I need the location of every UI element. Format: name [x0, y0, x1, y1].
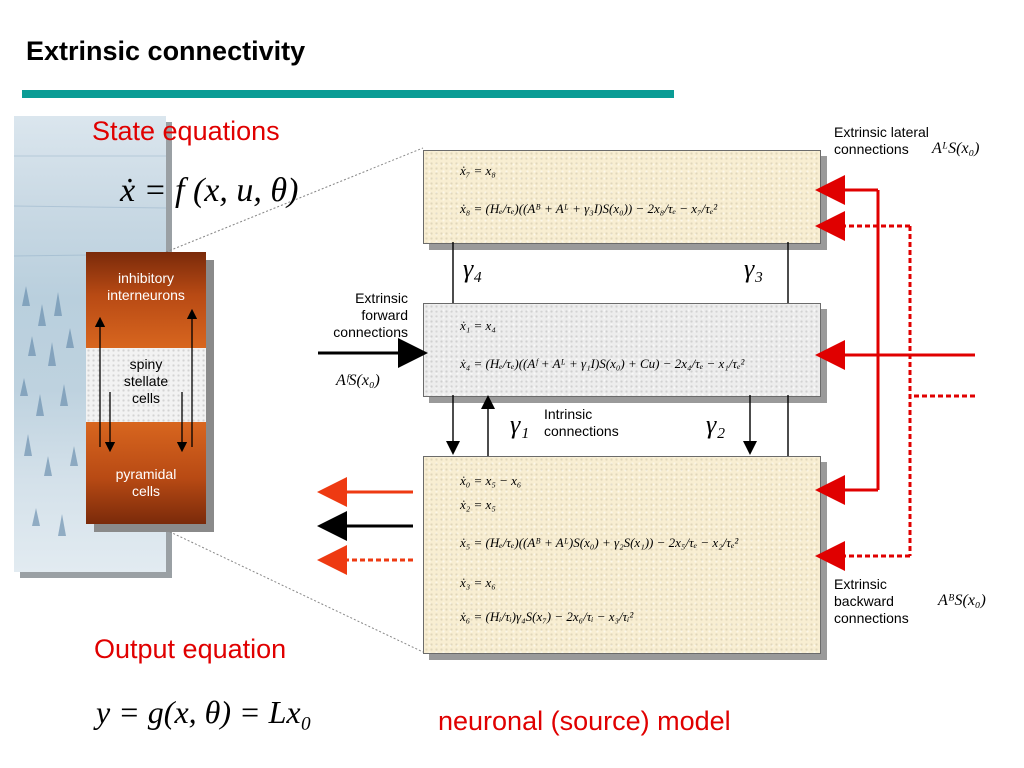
forward-math: AᶠS(x₀): [336, 372, 380, 389]
spiny-equation-panel: ẋ₁ = x₄ ẋ₄ = (Hₑ/τₑ)((Aᶠ + Aᴸ + γ₁I)S(x₀…: [423, 303, 821, 397]
gamma-3-label: γ₃: [744, 254, 764, 283]
eq-x2: ẋ₂ = x₅: [460, 497, 496, 512]
spiny-label: spiny stellate cells: [123, 356, 169, 406]
eq-x5: ẋ₅ = (Hₑ/τₑ)((Aᴮ + Aᴸ)S(x₀) + γ₂S(x₁)) −…: [460, 535, 739, 550]
eq-x1: ẋ₁ = x₄: [460, 318, 496, 333]
pyramidal-layer: [86, 422, 206, 524]
eq-x3: ẋ₃ = x₆: [460, 575, 496, 590]
eq-x4: ẋ₄ = (Hₑ/τₑ)((Aᶠ + Aᴸ + γ₁I)S(x₀) + Cu) …: [460, 356, 745, 371]
eq-x8: ẋ₈ = (Hₑ/τₑ)((Aᴮ + Aᴸ + γ₃I)S(x₀)) − 2x₈…: [460, 201, 718, 216]
page-title: Extrinsic connectivity: [26, 36, 306, 66]
title-underline: [22, 90, 674, 98]
intrinsic-label: Intrinsic connections: [544, 406, 619, 439]
forward-label: Extrinsic forward connections: [333, 290, 408, 340]
gamma-1-label: γ₁: [510, 410, 530, 439]
gamma-4-label: γ₄: [463, 254, 483, 283]
eq-x7: ẋ₇ = x₈: [460, 163, 496, 178]
backward-label: Extrinsic backward connections: [834, 576, 909, 626]
output-equation-heading: Output equation: [94, 634, 287, 664]
model-caption: neuronal (source) model: [438, 706, 731, 736]
lateral-math: AᴸS(x₀): [932, 140, 980, 157]
inhibitory-layer: [86, 252, 206, 348]
eq-x6: ẋ₆ = (Hᵢ/τᵢ)γ₄S(x₇) − 2x₆/τᵢ − x₃/τᵢ²: [460, 609, 634, 624]
output-equation: y = g(x, θ) = Lx₀: [96, 694, 312, 730]
cell-layer-arrows: [94, 308, 198, 453]
eq-x0: ẋ₀ = x₅ − x₆: [460, 473, 522, 488]
backward-math: AᴮS(x₀): [938, 592, 986, 609]
pyramidal-equation-panel-top: ẋ₇ = x₈ ẋ₈ = (Hₑ/τₑ)((Aᴮ + Aᴸ + γ₃I)S(x₀…: [423, 150, 821, 244]
lateral-label: Extrinsic lateral connections: [834, 124, 929, 157]
pyramidal-label: pyramidal cells: [115, 466, 177, 499]
state-equation: ẋ = f (x, u, θ): [120, 172, 299, 209]
spiny-layer: [86, 348, 206, 422]
inhibitory-label: inhibitory interneurons: [107, 270, 185, 303]
state-equations-heading: State equations: [92, 116, 280, 146]
pyramidal-equation-panel-bottom: ẋ₀ = x₅ − x₆ ẋ₂ = x₅ ẋ₅ = (Hₑ/τₑ)((Aᴮ + …: [423, 456, 821, 654]
gamma-2-label: γ₂: [706, 410, 726, 439]
